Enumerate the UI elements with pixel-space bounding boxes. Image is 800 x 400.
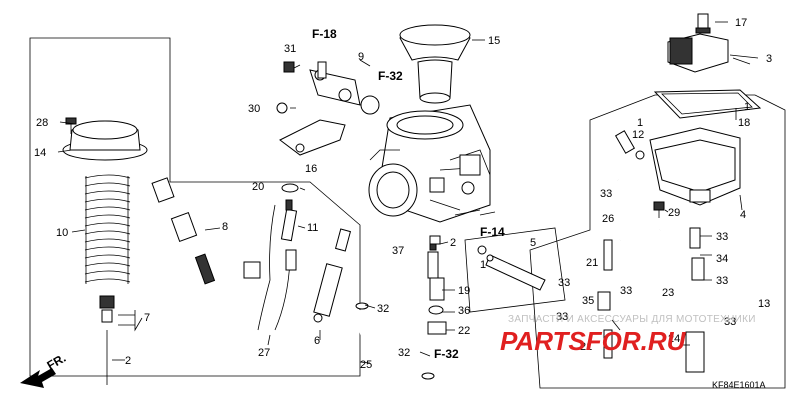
callout-29: 29 [668,207,680,219]
callout-34: 34 [716,253,728,265]
callout-33g: 33 [556,311,568,323]
callout-32b: 32 [398,347,410,359]
screw-17 [695,13,711,34]
throttle-link-30 [276,102,346,156]
watermark-brand: PARTSFOR.RU [500,326,687,356]
callout-17: 17 [735,17,747,29]
callout-1: 1 [744,101,750,113]
callout-21b: 21 [580,341,592,353]
fitting-21 [603,239,613,359]
callout-27: 27 [258,347,270,359]
callout-16: 16 [305,163,317,175]
callout-6: 6 [314,335,320,347]
leader-lines [57,21,759,364]
sub-panel-frame [464,227,566,313]
diaphragm-15 [399,24,471,104]
callout-37: 37 [392,245,404,257]
callout-5: 5 [530,237,536,249]
callout-7: 7 [144,312,150,324]
needle-part [99,295,115,385]
callout-33f: 33 [724,316,736,328]
callout-4: 4 [740,209,746,221]
reference-f32-bottom: F-32 [434,347,459,361]
hose-34 [691,257,705,281]
callout-8: 8 [222,221,228,233]
diagram-code: KF84E1601A [712,380,766,390]
reference-f14: F-14 [480,225,505,239]
diagram-frame [29,37,361,377]
callout-15: 15 [488,35,500,47]
callout-3: 3 [766,53,772,65]
watermark: ЗАПЧАСТИ И АКСЕССУАРЫ ДЛЯ МОТОТЕХНИКИ PA… [500,314,756,356]
hose-24 [685,227,705,373]
screw-11 [280,199,298,242]
reference-f32-top: F-32 [378,69,403,83]
callout-12: 12 [632,129,644,141]
callout-1c: 1 [480,259,486,271]
callout-21: 21 [586,257,598,269]
top-cover-part [62,120,148,161]
callout-30: 30 [248,103,260,115]
screw-5 [477,245,546,291]
callout-35: 35 [582,295,594,307]
direction-label: FR. [45,351,69,373]
gasket-1 [653,89,762,119]
drain-12 [614,130,645,160]
jet-37 [427,239,439,279]
callout-36: 36 [458,305,470,317]
fitting-35 [597,291,611,311]
jet-19 [429,277,445,301]
jet-36 [428,305,444,315]
callouts: 1 2 2 3 4 5 6 7 8 9 10 11 12 13 14 15 16… [34,17,772,390]
callout-24: 24 [668,333,680,345]
callout-33b: 33 [716,231,728,243]
float-bowl-18 [649,127,741,206]
callout-18: 18 [738,117,750,129]
callout-13: 13 [758,298,770,310]
valve-6 [313,228,352,323]
harness-27 [243,204,297,331]
bolt-31 [283,61,295,73]
callout-23: 23 [662,287,674,299]
callout-33d: 33 [558,277,570,289]
carburetor-body [368,104,491,223]
callout-9: 9 [358,51,364,63]
bracket-9 [309,61,380,115]
jet-2 [429,235,441,245]
hose-23 [643,229,662,331]
bolt-29 [653,201,665,218]
callout-19: 19 [458,285,470,297]
callout-33c: 33 [716,275,728,287]
reference-f18: F-18 [312,27,337,41]
pilot-screw-part [151,177,216,285]
callout-32: 32 [377,303,389,315]
clip-22 [427,321,447,335]
callout-25: 25 [360,359,372,371]
callout-33e: 33 [620,285,632,297]
callout-10: 10 [56,227,68,239]
callout-33a: 33 [600,188,612,200]
cap-3 [667,33,751,73]
washer-20 [281,183,299,193]
callout-14: 14 [34,147,46,159]
hose-26 [616,179,625,241]
callout-11: 11 [307,222,318,234]
callout-1b: 1 [637,117,643,129]
bolt-28 [65,117,77,134]
callout-20: 20 [252,181,264,193]
callout-31: 31 [284,43,296,55]
callout-22: 22 [458,325,470,337]
callout-26: 26 [602,213,614,225]
spring-part [84,174,131,284]
callout-2: 2 [125,355,131,367]
hose-25 [355,302,435,380]
direction-arrow-icon [20,368,56,388]
callout-2b: 2 [450,237,456,249]
watermark-tagline: ЗАПЧАСТИ И АКСЕССУАРЫ ДЛЯ МОТОТЕХНИКИ [508,314,756,325]
callout-28: 28 [36,117,48,129]
